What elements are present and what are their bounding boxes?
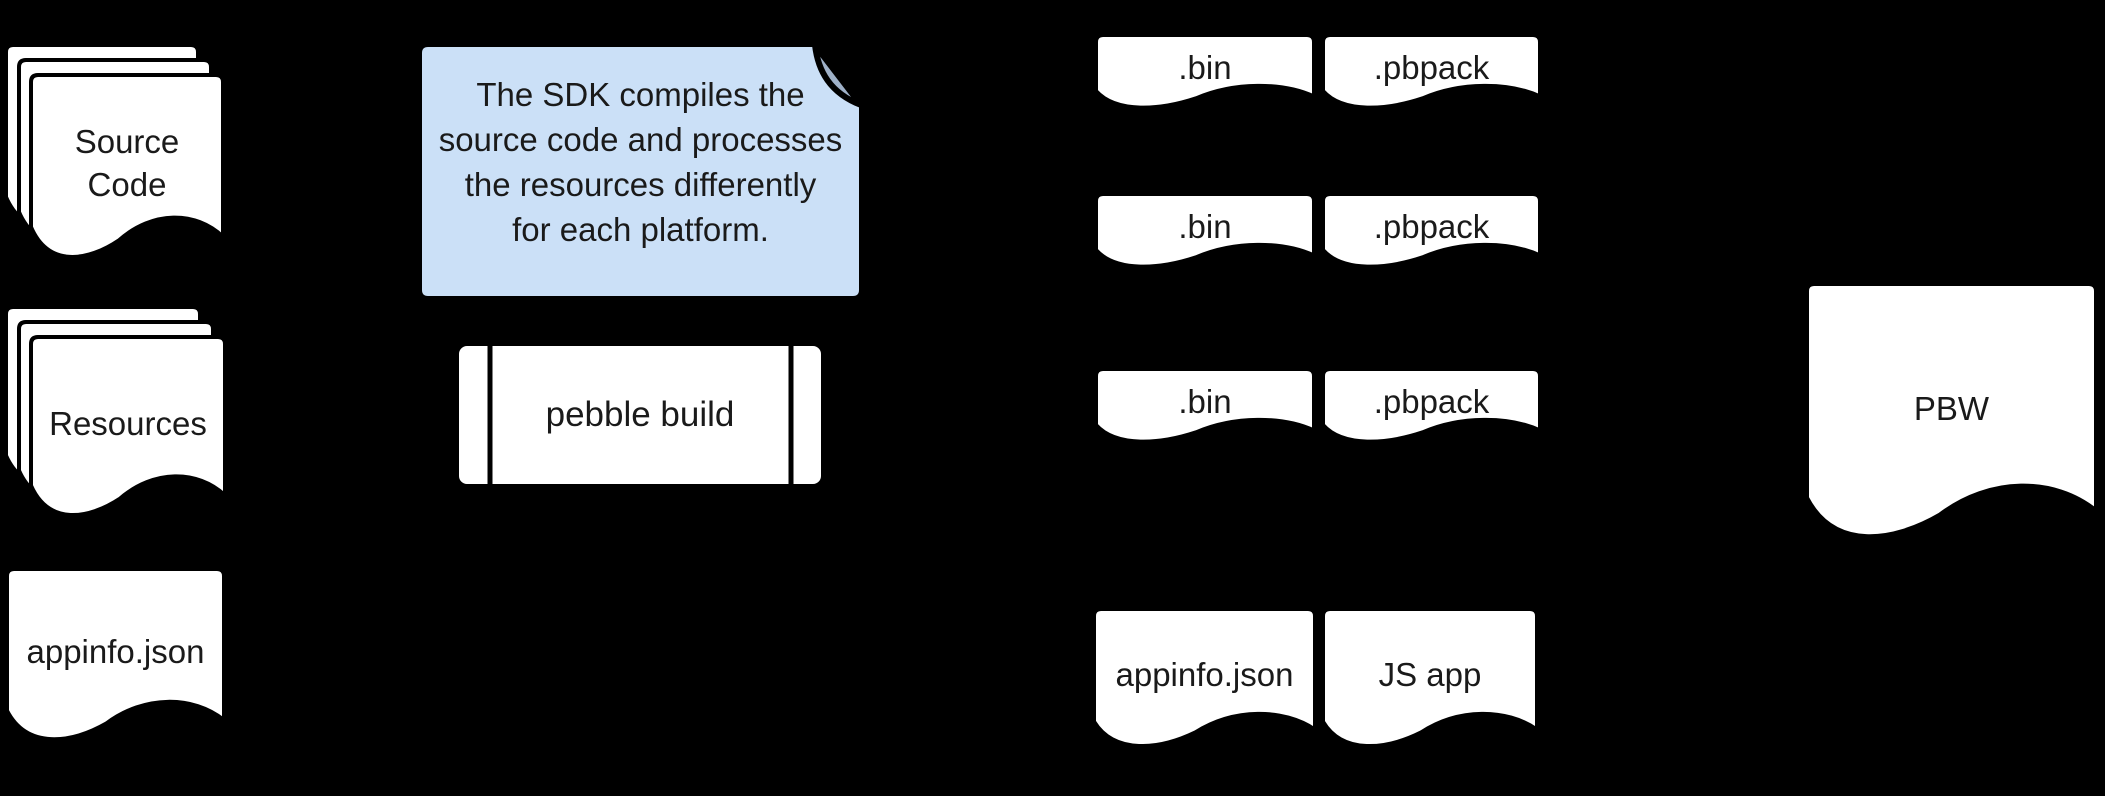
document-shape	[1094, 367, 1316, 444]
document-shape	[29, 335, 227, 517]
bin-label-row1: .bin	[1178, 48, 1232, 86]
js-app-label: JS app	[1378, 655, 1482, 693]
appinfo-output-label: appinfo.json	[1115, 655, 1294, 693]
pbpack-label-row3: .pbpack	[1373, 382, 1490, 420]
resources-label: Resources	[49, 404, 207, 442]
js-app-node: JS app	[1321, 607, 1539, 757]
bin-label-row3: .bin	[1178, 382, 1232, 420]
pebble-build-process: pebble build	[455, 342, 825, 488]
document-shape	[1321, 192, 1542, 269]
bin-output-row2: .bin	[1094, 192, 1316, 276]
note-text: The SDK compiles the source code and pro…	[438, 75, 843, 248]
appinfo-input-node: appinfo.json	[5, 567, 226, 751]
pbw-label: PBW	[1913, 389, 1990, 427]
pbpack-label-row1: .pbpack	[1373, 48, 1490, 86]
appinfo-input-label: appinfo.json	[26, 632, 205, 670]
document-shape	[29, 73, 225, 259]
document-shape	[1805, 282, 2098, 539]
process-shape	[455, 342, 825, 488]
bin-output-row3: .bin	[1094, 367, 1316, 451]
pbpack-output-row2: .pbpack	[1321, 192, 1542, 276]
folded-corner-icon	[812, 42, 864, 108]
sdk-note: The SDK compiles the source code and pro…	[418, 42, 864, 300]
document-shape	[1321, 607, 1539, 748]
pbpack-output-row1: .pbpack	[1321, 33, 1542, 117]
appinfo-output-node: appinfo.json	[1092, 607, 1317, 757]
bin-output-row1: .bin	[1094, 33, 1316, 117]
pbpack-output-row3: .pbpack	[1321, 367, 1542, 451]
bin-label-row2: .bin	[1178, 207, 1232, 245]
pebble-build-label: pebble build	[545, 395, 735, 434]
document-shape	[1094, 192, 1316, 269]
note-shape	[418, 42, 864, 300]
document-shape	[1094, 33, 1316, 110]
process-background	[455, 342, 825, 488]
pbw-node: PBW	[1805, 282, 2098, 550]
document-shape	[1092, 607, 1317, 748]
resources-node: Resources	[4, 305, 227, 527]
document-shape	[5, 567, 226, 742]
document-shape	[1321, 367, 1542, 444]
source-code-label: Source Code	[74, 123, 180, 203]
pbpack-label-row2: .pbpack	[1373, 207, 1490, 245]
document-shape	[1321, 33, 1542, 110]
source-code-node: Source Code	[4, 43, 225, 269]
